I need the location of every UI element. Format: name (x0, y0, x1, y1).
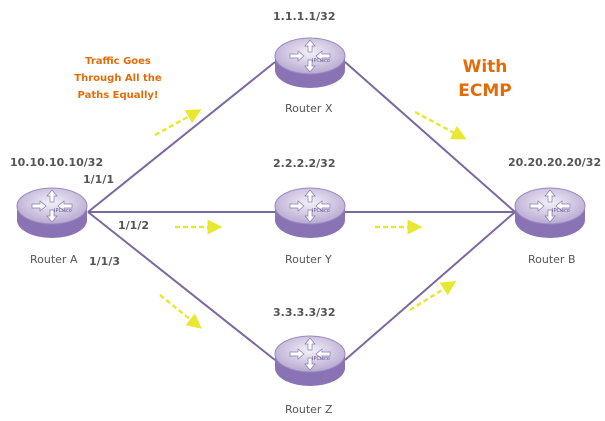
traffic-arrow (159, 294, 202, 329)
router-top (274, 335, 346, 373)
router-z-ip: 3.3.3.3/32 (273, 306, 335, 319)
router-top (274, 187, 346, 225)
router-top (274, 37, 346, 75)
interface-1-1-2: 1/1/2 (118, 219, 149, 232)
router-a-name: Router A (30, 253, 78, 266)
router-brand-logo: IPCisco (552, 208, 570, 214)
router-brand-logo: IPCisco (312, 356, 330, 362)
router-brand-logo: IPCisco (54, 208, 72, 214)
router-y-ip: 2.2.2.2/32 (273, 157, 335, 170)
title-line-2: ECMP (458, 81, 511, 101)
link-X-B (344, 61, 516, 213)
router-z[interactable]: IPCisco (274, 335, 346, 386)
annotation-line-3: Paths Equally! (78, 90, 159, 101)
router-y[interactable]: IPCisco (274, 187, 346, 238)
link-Z-B (344, 211, 516, 361)
traffic-arrow (414, 110, 467, 140)
links (87, 61, 516, 361)
router-x-name: Router X (285, 102, 333, 115)
router-brand-logo: IPCisco (312, 208, 330, 214)
router-x[interactable]: IPCisco (274, 37, 346, 88)
router-z-name: Router Z (285, 403, 333, 416)
annotation-line-1: Traffic Goes (85, 56, 151, 67)
title-line-1: With (463, 57, 508, 77)
router-a[interactable]: IPCisco (16, 187, 88, 238)
router-x-ip: 1.1.1.1/32 (273, 10, 335, 23)
router-arrows-icon (289, 337, 331, 371)
interface-1-1-3: 1/1/3 (89, 255, 120, 268)
router-b-ip: 20.20.20.20/32 (508, 156, 601, 169)
router-arrows-icon (31, 189, 73, 223)
router-top (514, 187, 586, 225)
traffic-flow-arrows (154, 109, 467, 329)
router-arrows-icon (289, 189, 331, 223)
router-brand-logo: IPCisco (312, 58, 330, 64)
router-top (16, 187, 88, 225)
router-a-ip: 10.10.10.10/32 (10, 156, 103, 169)
router-b[interactable]: IPCisco (514, 187, 586, 238)
link-A-Z (87, 211, 276, 361)
router-y-name: Router Y (285, 253, 332, 266)
router-arrows-icon (529, 189, 571, 223)
router-arrows-icon (289, 39, 331, 73)
link-A-X (87, 61, 276, 213)
annotation-line-2: Through All the (74, 73, 162, 84)
router-b-name: Router B (528, 253, 576, 266)
interface-1-1-1: 1/1/1 (83, 173, 114, 186)
